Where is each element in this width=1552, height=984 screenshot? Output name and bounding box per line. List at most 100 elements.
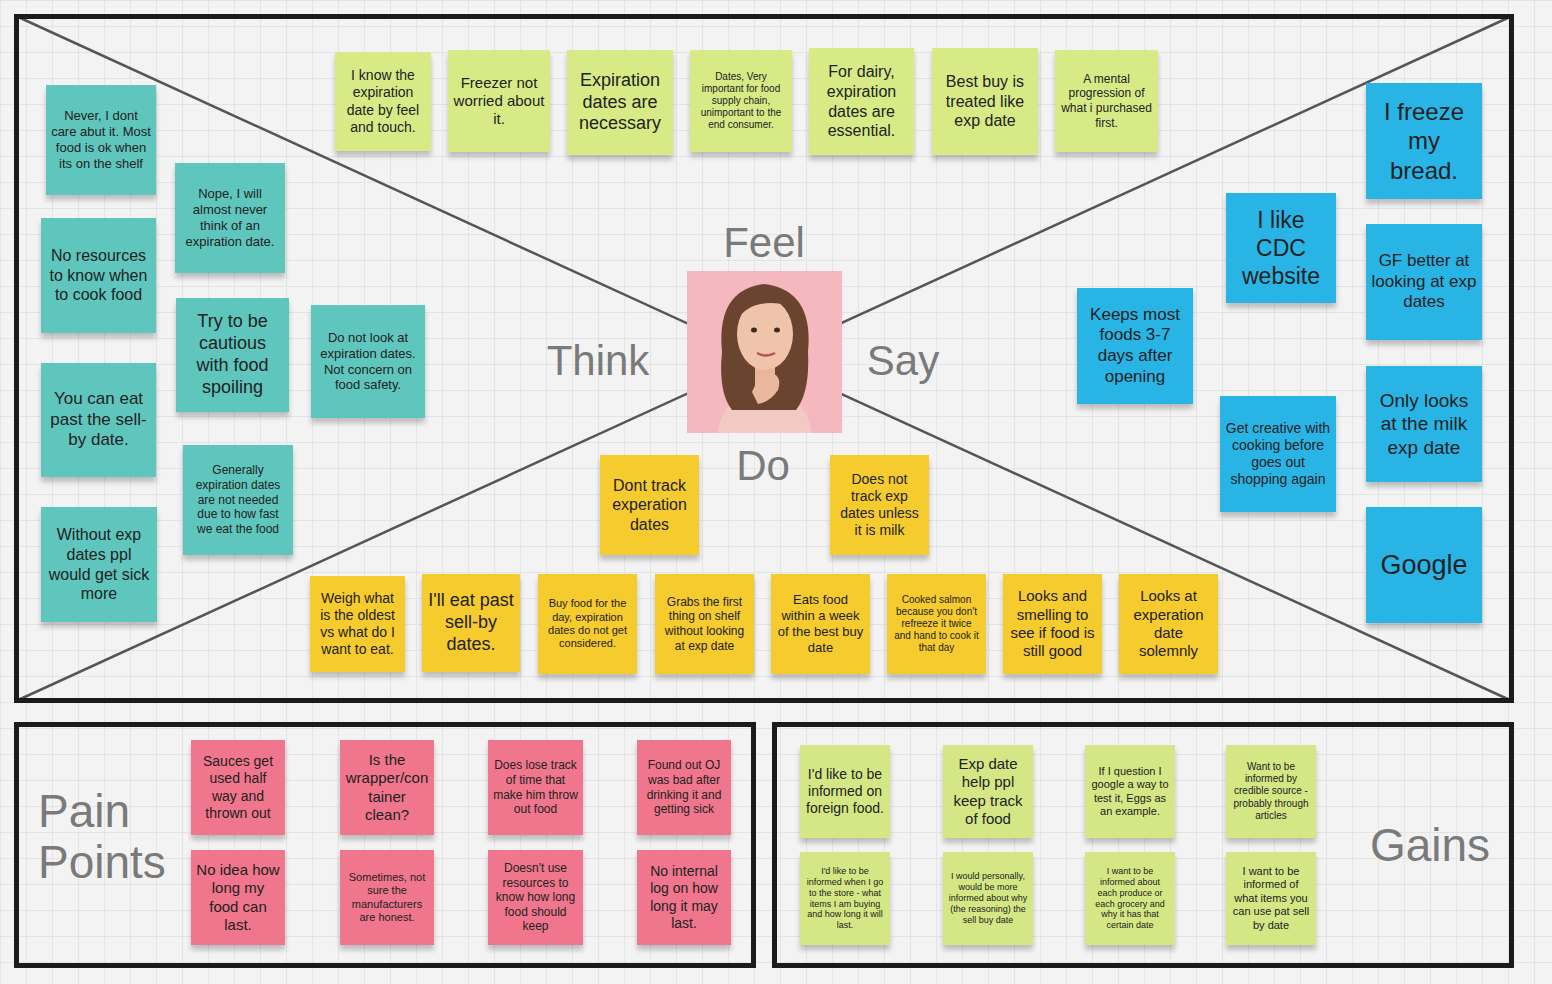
note-text: Weigh what is the oldest vs what do I wa… [315,590,400,658]
fringe [737,292,792,320]
sticky-note: Weigh what is the oldest vs what do I wa… [310,576,405,672]
note-text: Without exp dates ppl would get sick mor… [46,525,152,603]
sticky-note: I like CDC website [1226,193,1336,303]
sticky-note: For dairy, expiration dates are essentia… [809,48,914,155]
note-text: Never, I dont care abut it. Most food is… [51,108,151,171]
sticky-note: Looks at experation date solemnly [1119,574,1218,674]
note-text: Do not look at expiration dates. Not con… [316,330,420,393]
note-text: Expiration dates are necessary [572,70,668,136]
note-text: I know the expiration date by feel and t… [340,67,426,135]
sticky-note: Cooked salmon because you don't refreeze… [887,574,986,674]
note-text: I would personally, would be more inform… [948,871,1028,926]
note-text: Sauces get used half way and thrown out [196,753,280,821]
note-text: Dates, Very important for food supply ch… [695,71,787,132]
sticky-note: Try to be cautious with food spoiling [176,298,289,412]
sticky-note: Freezer not worried about it. [448,50,550,152]
note-text: No idea how long my food can last. [196,861,280,934]
note-text: Nope, I will almost never think of an ex… [180,186,280,249]
note-text: Grabs the first thing on shelf without l… [660,595,749,654]
sticky-note: I'd like to be informed on foreign food. [800,745,890,838]
sticky-note: Looks and smelling to see if food is sti… [1003,574,1102,674]
sticky-note: If I question I google a way to test it,… [1085,745,1175,838]
sticky-note: Does not track exp dates unless it is mi… [830,455,929,555]
sticky-note: No resources to know when to cook food [41,218,156,333]
note-text: I'd like to be informed on foreign food. [805,766,885,817]
note-text: I like CDC website [1231,206,1331,290]
sticky-note: Does lose track of time that make him th… [488,740,583,835]
note-text: Cooked salmon because you don't refreeze… [892,594,981,655]
sticky-note: You can eat past the sell-by date. [41,363,156,477]
section-heading: Pain Points [38,786,188,887]
sticky-note: Expiration dates are necessary [567,50,673,155]
sticky-note: Nope, I will almost never think of an ex… [175,163,285,273]
note-text: Doesn't use resources to know how long f… [493,861,578,934]
note-text: GF better at looking at exp dates [1371,251,1477,313]
note-text: For dairy, expiration dates are essentia… [814,62,909,140]
sticky-note: Want to be informed by credible source -… [1226,745,1316,838]
note-text: Want to be informed by credible source -… [1231,761,1311,822]
note-text: Get creative with cooking before goes ou… [1225,420,1331,488]
note-text: I'll eat past sell-by dates. [427,590,515,656]
sticky-note: Generally expiration dates are not neede… [183,445,293,555]
section-heading: Think [528,338,668,384]
sticky-note: Never, I dont care abut it. Most food is… [46,85,156,195]
note-text: No resources to know when to cook food [46,246,151,305]
note-text: I'd like to be informed when I go to the… [805,866,885,932]
note-text: A mental progression of what i purchased… [1060,72,1153,131]
note-text: I want to be informed about each produce… [1090,866,1170,932]
sticky-note: Doesn't use resources to know how long f… [488,850,583,945]
photo-background [687,271,842,433]
sticky-note: Eats food within a week of the best buy … [771,574,870,674]
note-text: Freezer not worried about it. [453,74,545,129]
note-text: Is the wrapper/container clean? [345,751,429,824]
section-heading: Feel [704,220,824,266]
eye [774,328,780,333]
note-text: Google [1371,549,1477,582]
map-panel: Pain PointsSauces get used half way and … [14,722,756,968]
note-text: Eats food within a week of the best buy … [776,592,865,655]
sticky-note: I'll eat past sell-by dates. [422,574,520,672]
note-text: Keeps most foods 3-7 days after opening [1082,305,1188,388]
sticky-note: No internal log on how long it may last. [637,850,731,945]
note-text: Dont track experation dates [605,476,694,535]
sticky-note: A mental progression of what i purchased… [1055,50,1158,152]
section-heading: Do [713,443,813,489]
sticky-note: No idea how long my food can last. [191,850,285,945]
note-text: I freeze my bread. [1371,97,1477,185]
note-text: You can eat past the sell-by date. [46,389,151,451]
mouth [757,353,775,356]
sticky-note: I know the expiration date by feel and t… [335,52,431,151]
note-text: I want to be informed of what items you … [1231,865,1311,932]
sticky-note: Google [1366,507,1482,623]
sticky-note: I freeze my bread. [1366,83,1482,199]
sticky-note: I want to be informed about each produce… [1085,852,1175,945]
persona-photo [687,271,842,433]
quadrant-divider [16,16,1512,701]
sticky-note: I'd like to be informed when I go to the… [800,852,890,945]
note-text: If I question I google a way to test it,… [1090,765,1170,819]
sticky-note: Found out OJ was bad after drinking it a… [637,740,731,835]
note-text: Looks at experation date solemnly [1124,587,1213,660]
sticky-note: Exp date help ppl keep track of food [943,745,1033,838]
note-text: Looks and smelling to see if food is sti… [1008,587,1097,660]
sticky-note: Do not look at expiration dates. Not con… [311,305,425,418]
sticky-note: Without exp dates ppl would get sick mor… [41,507,157,622]
sticky-note: Get creative with cooking before goes ou… [1220,396,1336,512]
note-text: Does lose track of time that make him th… [493,758,578,817]
section-heading: Say [843,338,963,384]
sticky-note: Dates, Very important for food supply ch… [690,50,792,152]
eye [751,328,757,333]
sticky-note: Sometimes, not sure the manufacturers ar… [340,850,434,945]
map-panel: FeelThink SayDo I know the expiration date… [14,14,1514,703]
section-heading: Gains [1360,820,1500,871]
sticky-note: Keeps most foods 3-7 days after opening [1077,288,1193,404]
hair [721,284,809,410]
sticky-note: Grabs the first thing on shelf without l… [655,574,754,674]
map-panel: Gains I'd like to be informed on foreign … [772,722,1514,968]
sticky-note: Only looks at the milk exp date [1366,366,1482,482]
sticky-note: I would personally, would be more inform… [943,852,1033,945]
note-text: No internal log on how long it may last. [642,863,726,931]
quadrant-divider [16,16,1512,701]
sticky-note: Sauces get used half way and thrown out [191,740,285,835]
